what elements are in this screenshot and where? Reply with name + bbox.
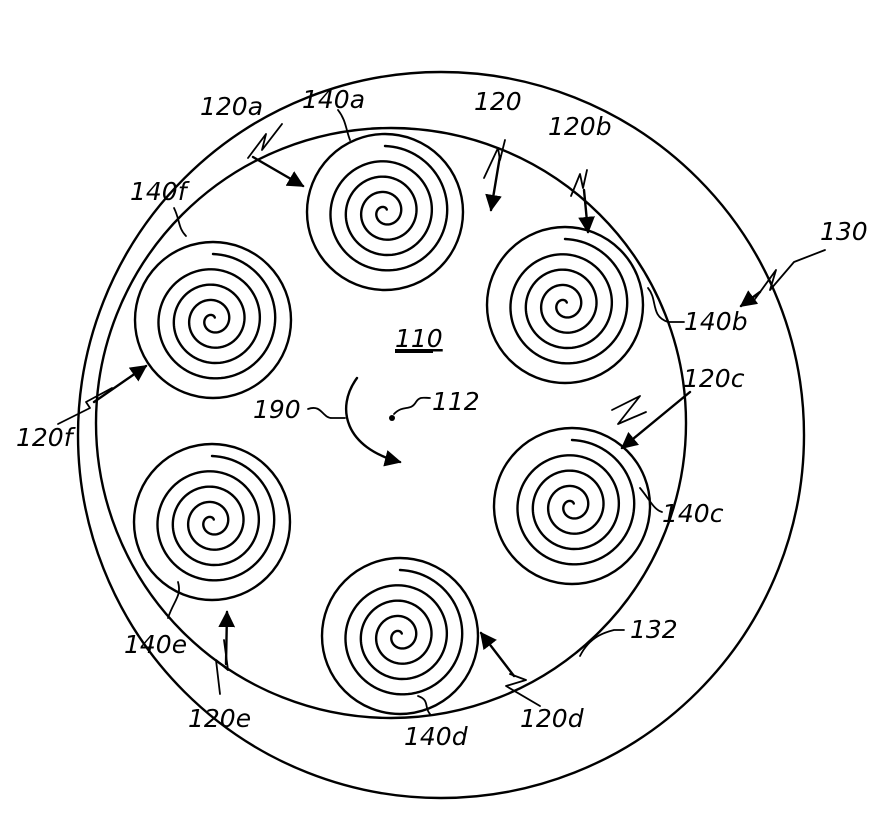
pointer-120c: [611, 395, 647, 425]
leader-140f: [173, 207, 187, 237]
coil-spiral-b: [509, 237, 629, 365]
label-112: 112: [432, 387, 480, 416]
arrow-120: [485, 154, 502, 212]
arrow-130: [739, 290, 762, 308]
leader-140a: [337, 109, 351, 141]
coil-outline-c: [492, 426, 652, 586]
label-132: 132: [630, 615, 678, 644]
leader-140e: [167, 581, 180, 619]
pointer-120b: [570, 169, 588, 197]
spiral-coils: [132, 132, 652, 716]
pointer-120d: [505, 673, 541, 707]
arrow-120f: [92, 364, 148, 404]
arrow-120d: [479, 631, 516, 678]
label-140c: 140c: [662, 499, 724, 528]
label-140b: 140b: [684, 307, 748, 336]
arrow-120e: [218, 610, 236, 666]
label-130: 130: [820, 217, 868, 246]
label-120f: 120f: [16, 423, 76, 452]
leader-112: [393, 396, 431, 415]
label-120: 120: [474, 87, 522, 116]
coil-outline-f: [133, 240, 293, 400]
pointer-120f: [57, 387, 113, 425]
arrow-120a: [251, 155, 305, 188]
label-120a: 120a: [200, 92, 263, 121]
leader-140d: [417, 695, 431, 715]
leader-140c: [639, 487, 663, 513]
coil-outline-a: [305, 132, 465, 292]
label-140a: 140a: [302, 85, 365, 114]
leader-140b: [647, 287, 685, 323]
label-120e: 120e: [188, 704, 251, 733]
coil-spiral-f: [157, 252, 277, 380]
coil-outline-e: [132, 442, 292, 602]
label-120c: 120c: [683, 364, 745, 393]
coil-outline-d: [320, 556, 480, 716]
label-120b: 120b: [548, 112, 612, 141]
rotation-arrow-190: [344, 376, 402, 467]
leader-190: [307, 407, 346, 419]
inner-boundary: [94, 126, 688, 720]
arrow-120c: [620, 390, 692, 450]
coil-spiral-d: [344, 568, 464, 696]
coil-outline-b: [485, 225, 645, 385]
center-point: [389, 415, 395, 421]
label-140d: 140d: [404, 722, 468, 751]
arrow-120b: [578, 188, 595, 234]
pointer-120: [483, 139, 506, 179]
label-140e: 140e: [124, 630, 187, 659]
coil-spiral-c: [516, 438, 636, 566]
leader-132: [579, 629, 625, 657]
coil-spiral-a: [329, 144, 449, 272]
pointer-130: [754, 249, 826, 300]
label-140f: 140f: [130, 177, 190, 206]
label-190: 190: [253, 395, 301, 424]
coil-spiral-e: [156, 454, 276, 582]
outer-ring: [76, 70, 806, 800]
label-120d: 120d: [520, 704, 584, 733]
pointer-120a: [247, 123, 283, 159]
label-110: 110: [395, 324, 443, 353]
